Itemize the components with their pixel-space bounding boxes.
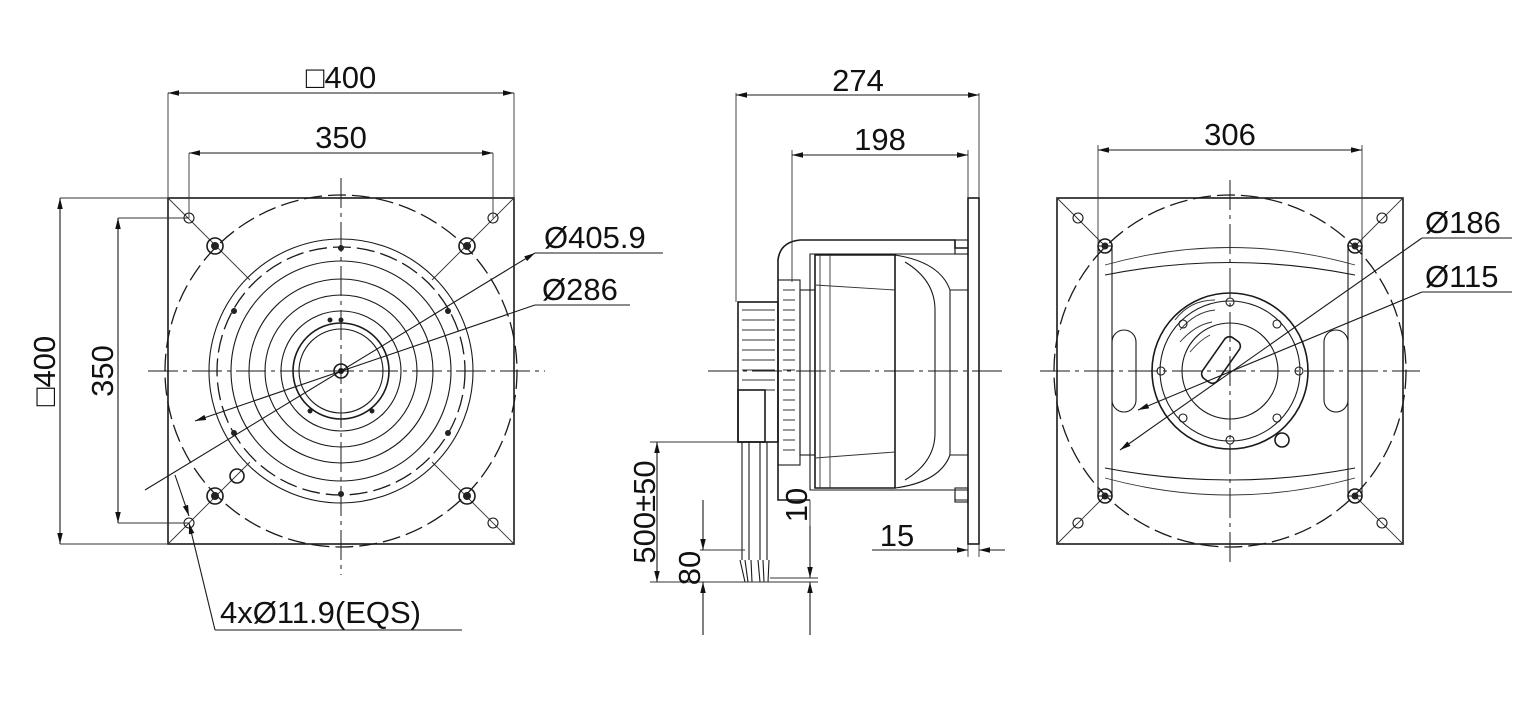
front-width-label: □400 (306, 60, 376, 95)
body-depth-label: 198 (854, 122, 906, 157)
rear-view: 306 Ø186 Ø115 (1040, 117, 1512, 565)
hub-diameter-label: Ø186 (1425, 205, 1501, 240)
rear-hub-inner (1181, 322, 1279, 420)
front-corner-struts (167, 197, 515, 545)
mounting-holes-label: 4xØ11.9(EQS) (220, 595, 421, 630)
cable-length-label: 500±50 (627, 460, 662, 563)
side-view: 274 198 500±50 80 10 15 (627, 63, 1005, 635)
front-height-label: □400 (27, 336, 62, 406)
side-motor-housing (737, 301, 779, 443)
flange-label: 15 (880, 518, 914, 553)
side-inlet-cone (894, 254, 951, 489)
front-hole-span-height-label: 350 (85, 345, 120, 397)
rear-width-label: 306 (1204, 117, 1256, 152)
rear-hub-bolts (1156, 297, 1304, 448)
rear-hub-outer (1151, 292, 1309, 450)
overall-depth-label: 274 (832, 63, 884, 98)
rear-hub-ring (1159, 300, 1301, 442)
outer-diameter-label: Ø405.9 (544, 220, 646, 255)
side-cable-box (737, 389, 766, 443)
offset-label: 10 (779, 488, 814, 522)
front-view: □400 350 □400 350 Ø405.9 Ø286 4xØ11.9(EQ… (27, 60, 663, 631)
front-hole-span-label: 350 (315, 120, 367, 155)
side-cables (741, 442, 768, 560)
side-motor-rotor (777, 279, 801, 466)
side-support-frame (777, 239, 968, 501)
cable-strip-label: 80 (672, 551, 707, 585)
inner-diameter-label: Ø286 (542, 272, 618, 307)
inner-hub-diameter-label: Ø115 (1425, 259, 1499, 294)
rear-hub-label-plate (1200, 335, 1242, 385)
